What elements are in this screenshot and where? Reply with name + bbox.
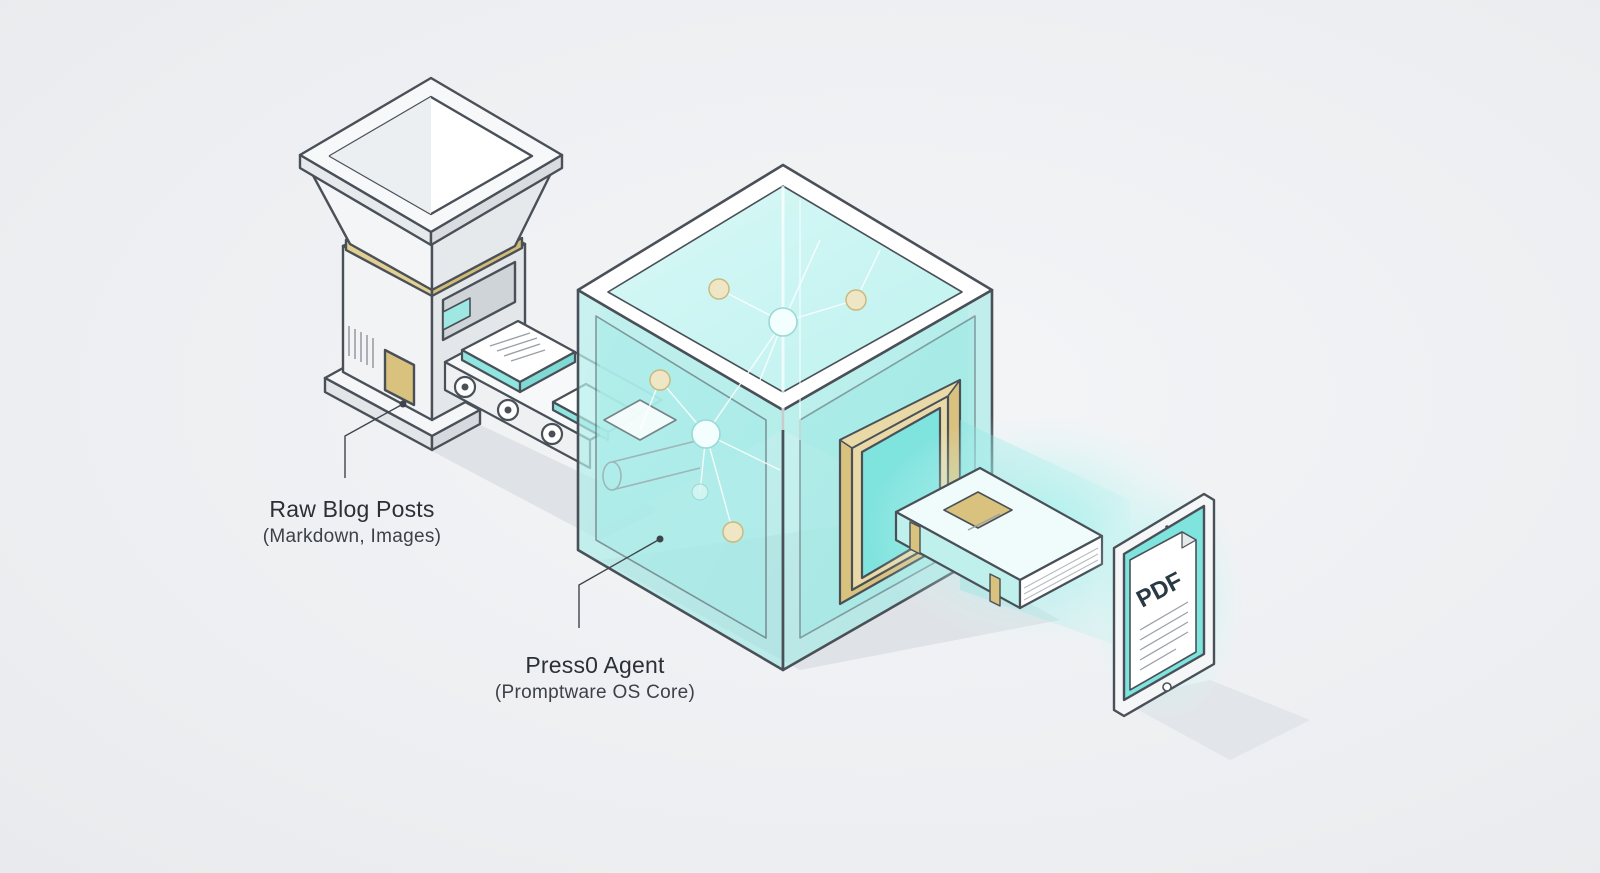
neural-network [639,239,881,543]
raw-blog-posts-title: Raw Blog Posts [269,496,435,522]
raw-blog-posts-label: Raw Blog Posts (Markdown, Images) [222,494,482,550]
book-icon [894,466,1104,610]
tablet-device: PDF [1085,470,1245,730]
leader-dot-agent [656,535,664,543]
leader-dot-input [399,400,407,408]
blog-post-document [460,319,577,394]
press0-agent-label: Press0 Agent (Promptware OS Core) [455,650,735,706]
raw-blog-posts-subtitle: (Markdown, Images) [262,526,442,547]
inner-roller [602,439,701,491]
press0-agent-subtitle: (Promptware OS Core) [494,682,696,703]
press0-agent-title: Press0 Agent [525,652,665,678]
leader-lines [344,403,661,628]
